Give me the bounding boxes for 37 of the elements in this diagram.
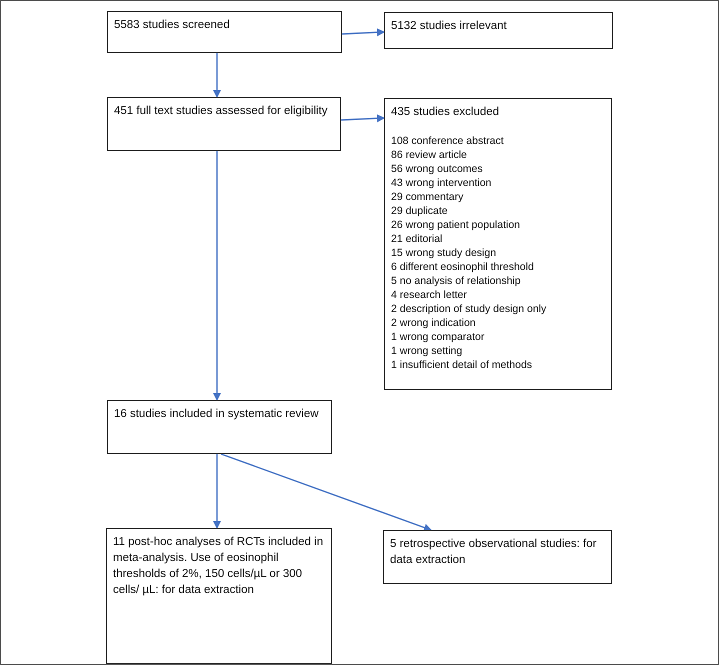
process-box [107, 97, 341, 151]
box-text: 5132 studies irrelevant [391, 19, 508, 34]
arrow [213, 454, 221, 529]
arrow [213, 151, 221, 401]
box-text: 5583 studies screened [114, 18, 231, 33]
list-item: 108 conference abstract [391, 134, 505, 148]
process-box [384, 98, 612, 390]
arrow [220, 453, 432, 532]
process-box [384, 12, 613, 49]
list-item: 1 wrong setting [391, 344, 464, 358]
process-box [106, 528, 332, 664]
list-item: 2 description of study design only [391, 302, 548, 316]
list-item: 21 editorial [391, 232, 444, 246]
list-item: 1 insufficient detail of methods [391, 358, 534, 372]
box-text: 435 studies excluded [391, 105, 500, 120]
arrow [213, 53, 221, 98]
process-box [107, 11, 342, 53]
list-item: 2 wrong indication [391, 316, 477, 330]
list-item: 5 no analysis of relationship [391, 274, 522, 288]
arrow [340, 114, 385, 122]
arrow [342, 28, 385, 36]
box-text: 16 studies included in systematic review [114, 407, 320, 422]
process-box [383, 530, 612, 584]
box-text: 11 post-hoc analyses of RCTs included in meta-analysis. Use of eosinophil thresholds of 2%, 150 cells/µL or 300 cells/ µL: for data extraction [113, 535, 324, 598]
box-text: 5 retrospective observational studies: for data extraction [390, 537, 598, 568]
list-item: 29 commentary [391, 190, 464, 204]
list-item: 43 wrong intervention [391, 176, 492, 190]
list-item: 1 wrong comparator [391, 330, 486, 344]
list-item: 29 duplicate [391, 204, 449, 218]
box-text: 451 full text studies assessed for eligibility [114, 104, 328, 119]
list-item: 86 review article [391, 148, 468, 162]
process-box [107, 400, 332, 454]
list-item: 4 research letter [391, 288, 468, 302]
list-item: 6 different eosinophil threshold [391, 260, 535, 274]
list-item: 15 wrong study design [391, 246, 498, 260]
list-item: 26 wrong patient population [391, 218, 522, 232]
list-item: 56 wrong outcomes [391, 162, 484, 176]
